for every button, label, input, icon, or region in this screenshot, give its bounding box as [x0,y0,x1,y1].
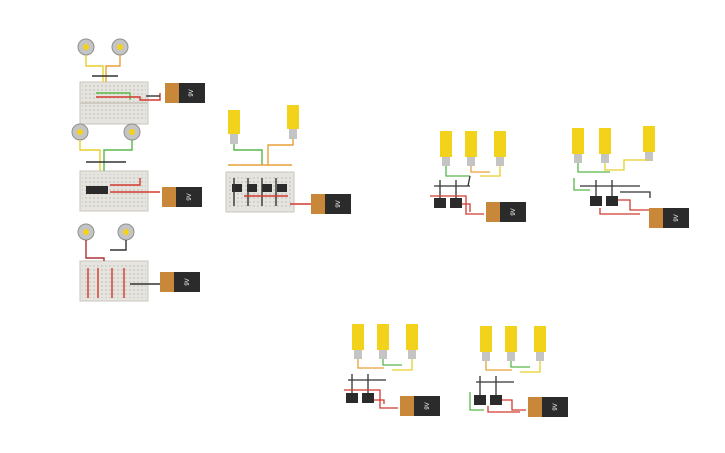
relay-modules[interactable] [346,393,374,403]
dc-motor-left[interactable] [71,123,89,141]
gear-motor-2[interactable] [465,131,477,166]
gear-motor-2[interactable] [599,128,611,163]
breadboard[interactable] [225,171,295,213]
dc-motor-right[interactable] [111,38,129,56]
gear-motor-3[interactable] [494,131,506,166]
battery-9v[interactable]: 9V [649,208,689,228]
battery-label: 9V [674,214,680,221]
battery-label: 9V [187,193,193,200]
gear-motor-right[interactable] [287,105,299,139]
dc-motor-right[interactable] [117,223,135,241]
wires [469,361,541,413]
gear-motor-1[interactable] [440,131,452,166]
gear-motor-1[interactable] [480,326,492,361]
wires [85,240,160,298]
wires [228,139,312,206]
ic-chip[interactable] [86,186,108,194]
circuit-3-gear-motors-c: 9V [344,324,440,416]
gear-motor-2[interactable] [505,326,517,361]
gear-motor-3[interactable] [406,324,418,359]
wires [79,140,160,193]
battery-label: 9V [553,403,559,410]
breadboard[interactable] [79,260,149,302]
relay-modules[interactable] [434,198,462,208]
battery-label: 9V [336,200,342,207]
battery-label: 9V [511,208,517,215]
breadboard[interactable] [79,81,149,125]
battery-label: 9V [185,278,191,285]
gear-motor-1[interactable] [572,128,584,163]
gear-motor-left[interactable] [228,110,240,144]
relay-modules[interactable] [474,395,502,405]
dc-motor-left[interactable] [77,38,95,56]
wires [430,166,501,215]
circuit-2-dc-motors-switches: 9V [77,223,200,302]
relay-modules[interactable] [590,196,618,206]
battery-9v[interactable]: 9V [165,83,205,103]
battery-9v[interactable]: 9V [162,187,202,207]
circuit-2-gear-motors-relays: 9V [225,105,351,214]
battery-9v[interactable]: 9V [486,202,526,222]
wires [85,55,161,101]
battery-9v[interactable]: 9V [528,397,568,417]
breadboard[interactable] [79,170,149,212]
circuit-3-gear-motors-a: 9V [430,131,526,222]
gear-motor-3[interactable] [534,326,546,361]
dc-motor-right[interactable] [123,123,141,141]
dc-motor-left[interactable] [77,223,95,241]
battery-9v[interactable]: 9V [160,272,200,292]
gear-motor-3[interactable] [643,126,655,161]
battery-9v[interactable]: 9V [400,396,440,416]
gear-motor-1[interactable] [352,324,364,359]
circuit-2-dc-motors-ic: 9V [71,123,202,212]
circuit-2-dc-motors-driver: 9V [77,38,205,125]
battery-label: 9V [425,402,431,409]
battery-9v[interactable]: 9V [311,194,351,214]
wires [573,159,651,215]
gear-motor-2[interactable] [377,324,389,359]
battery-label: 9V [189,89,195,96]
circuit-3-gear-motors-d: 9V [469,326,568,417]
wires [344,359,413,409]
circuit-3-gear-motors-b: 9V [572,126,689,228]
